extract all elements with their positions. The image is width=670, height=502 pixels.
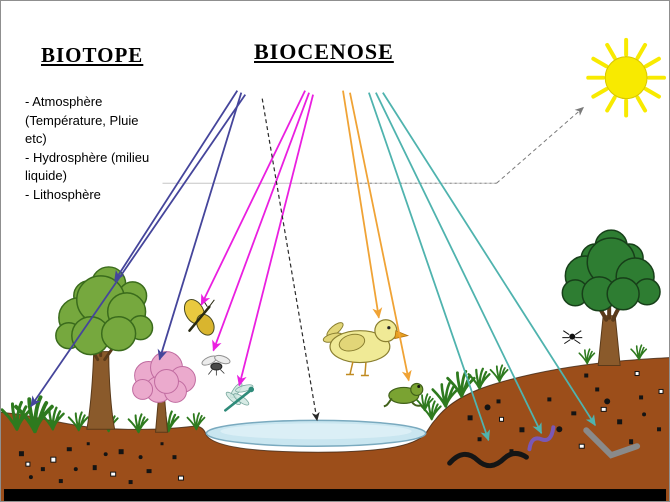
soil-particles xyxy=(18,371,664,485)
dragonfly-icon xyxy=(224,382,255,412)
fly-icon xyxy=(201,354,231,376)
blossom-tree-icon xyxy=(132,351,196,433)
sun-icon xyxy=(586,37,667,118)
right-tree-icon xyxy=(561,229,661,367)
factor-line: liquide) xyxy=(25,168,67,183)
factor-line: - Atmosphère xyxy=(25,94,103,109)
gray-worm-icon xyxy=(583,427,641,459)
bottom-bar xyxy=(3,489,667,501)
biotope-title: BIOTOPE xyxy=(41,43,144,67)
pond-arrow xyxy=(261,98,320,422)
earthworm-icon xyxy=(447,450,529,469)
spider-icon xyxy=(562,330,583,345)
factor-line: etc) xyxy=(25,131,47,146)
biocenose-animal-arrows xyxy=(342,90,412,382)
factor-line: - Hydrosphère (milieu xyxy=(25,149,150,165)
frog-icon xyxy=(383,382,424,408)
biotope-arrows xyxy=(30,90,247,408)
factor-line: (Température, Pluie xyxy=(25,112,139,128)
biotope-factors-list: - Atmosphère (Température, Pluie etc) - … xyxy=(25,93,149,204)
factor-line: - Lithosphère xyxy=(25,186,101,202)
ground xyxy=(1,357,669,501)
bird-icon xyxy=(322,319,410,377)
biocenose-title: BIOCENOSE xyxy=(254,39,394,64)
biocenose-insect-arrows xyxy=(200,90,314,387)
purple-worm-icon xyxy=(527,425,556,452)
pond xyxy=(205,419,427,447)
left-tree-icon xyxy=(55,266,154,430)
butterfly-icon xyxy=(183,298,215,336)
biocenose-soil-arrows xyxy=(368,92,596,442)
